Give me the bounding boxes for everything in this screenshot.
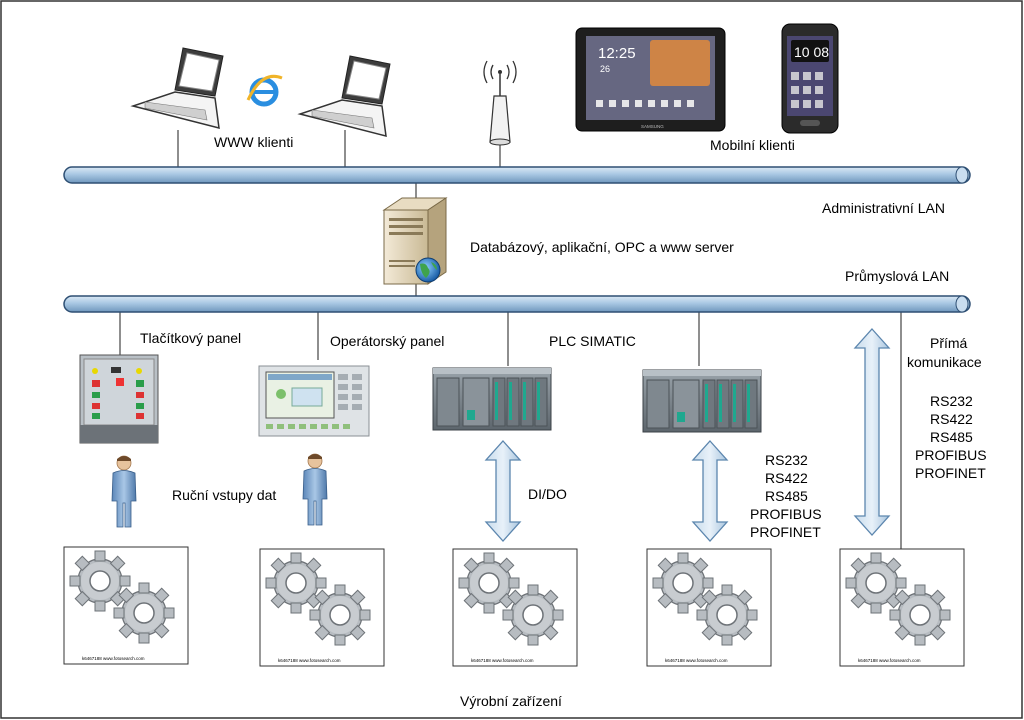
- dido-arrow: [484, 440, 522, 542]
- protocol-b-label: RS232: [930, 393, 973, 409]
- protocol-b-label: PROFINET: [915, 465, 986, 481]
- protocol-a-label: RS422: [765, 470, 808, 486]
- server-label: Databázový, aplikační, OPC a www server: [470, 239, 734, 255]
- plc-icon: [642, 369, 762, 433]
- gear-icon: [265, 552, 327, 614]
- industrial-lan-bus: [63, 295, 971, 313]
- tablet-clock: 12:25: [598, 45, 636, 62]
- tablet-date: 26: [600, 64, 610, 74]
- gear-frame: k6467188 www.fotosearch.com: [839, 548, 965, 667]
- protocol-b-label: PROFIBUS: [915, 447, 987, 463]
- gear-icon: [113, 582, 175, 644]
- gear-caption: k6467188 www.fotosearch.com: [471, 658, 534, 663]
- gear-caption: k6467188 www.fotosearch.com: [82, 656, 145, 661]
- protocol-a-label: RS232: [765, 452, 808, 468]
- gear-frame: k6467188 www.fotosearch.com: [646, 548, 772, 667]
- admin-lan-bus: [63, 166, 971, 184]
- protocol-a-label: PROFIBUS: [750, 506, 822, 522]
- gear-icon: [652, 552, 714, 614]
- production-label: Výrobní zařízení: [460, 693, 562, 709]
- operator-panel-label: Operátorský panel: [330, 333, 444, 349]
- admin-lan-label: Administrativní LAN: [822, 200, 945, 216]
- gear-frame: k6467188 www.fotosearch.com: [259, 548, 385, 667]
- gear-icon: [458, 552, 520, 614]
- gear-caption: k6467188 www.fotosearch.com: [278, 658, 341, 663]
- protocol-a-label: PROFINET: [750, 524, 821, 540]
- gear-icon: [845, 552, 907, 614]
- gear-icon: [309, 584, 371, 646]
- gear-icon: [889, 584, 951, 646]
- mobile-clients-label: Mobilní klienti: [710, 137, 795, 153]
- industrial-lan-label: Průmyslová LAN: [845, 268, 949, 284]
- operator-panel-icon: [258, 365, 370, 437]
- gear-icon: [502, 584, 564, 646]
- phone-icon: 10 08: [781, 23, 839, 134]
- fieldbus-arrow: [691, 440, 729, 542]
- protocol-b-label: RS422: [930, 411, 973, 427]
- browser-icon: [246, 74, 283, 107]
- button-panel-label: Tlačítkový panel: [140, 330, 241, 346]
- gear-frame: k6467188 www.fotosearch.com: [452, 548, 578, 667]
- gear-icon: [69, 550, 131, 612]
- admin-connectors: [177, 130, 501, 296]
- button-panel-icon: [79, 354, 159, 444]
- protocol-a-label: RS485: [765, 488, 808, 504]
- wireless-antenna-icon: [483, 60, 517, 146]
- direct-comm-arrow: [853, 328, 891, 536]
- plc-label: PLC SIMATIC: [549, 333, 636, 349]
- www-clients-label: WWW klienti: [214, 134, 293, 150]
- protocol-b-label: RS485: [930, 429, 973, 445]
- dido-label: DI/DO: [528, 486, 567, 502]
- manual-input-label: Ruční vstupy dat: [172, 487, 276, 503]
- gear-caption: k6467188 www.fotosearch.com: [858, 658, 921, 663]
- machine-gears: k6467188 www.fotosearch.com k6467188 www…: [63, 546, 965, 667]
- server-icon: [382, 197, 448, 285]
- phone-clock: 10 08: [794, 44, 829, 60]
- direct-comm-label-2: komunikace: [907, 354, 982, 370]
- plc-icon: [432, 367, 552, 431]
- industrial-connectors: [119, 312, 902, 552]
- gear-frame: k6467188 www.fotosearch.com: [63, 546, 189, 665]
- tablet-icon: 12:25 26 SAMSUNG: [575, 27, 726, 132]
- tablet-brand: SAMSUNG: [641, 124, 664, 129]
- gear-icon: [696, 584, 758, 646]
- direct-comm-label-1: Přímá: [930, 335, 968, 351]
- labels: WWW klienti Mobilní klienti Administrati…: [140, 134, 987, 709]
- gear-caption: k6467188 www.fotosearch.com: [665, 658, 728, 663]
